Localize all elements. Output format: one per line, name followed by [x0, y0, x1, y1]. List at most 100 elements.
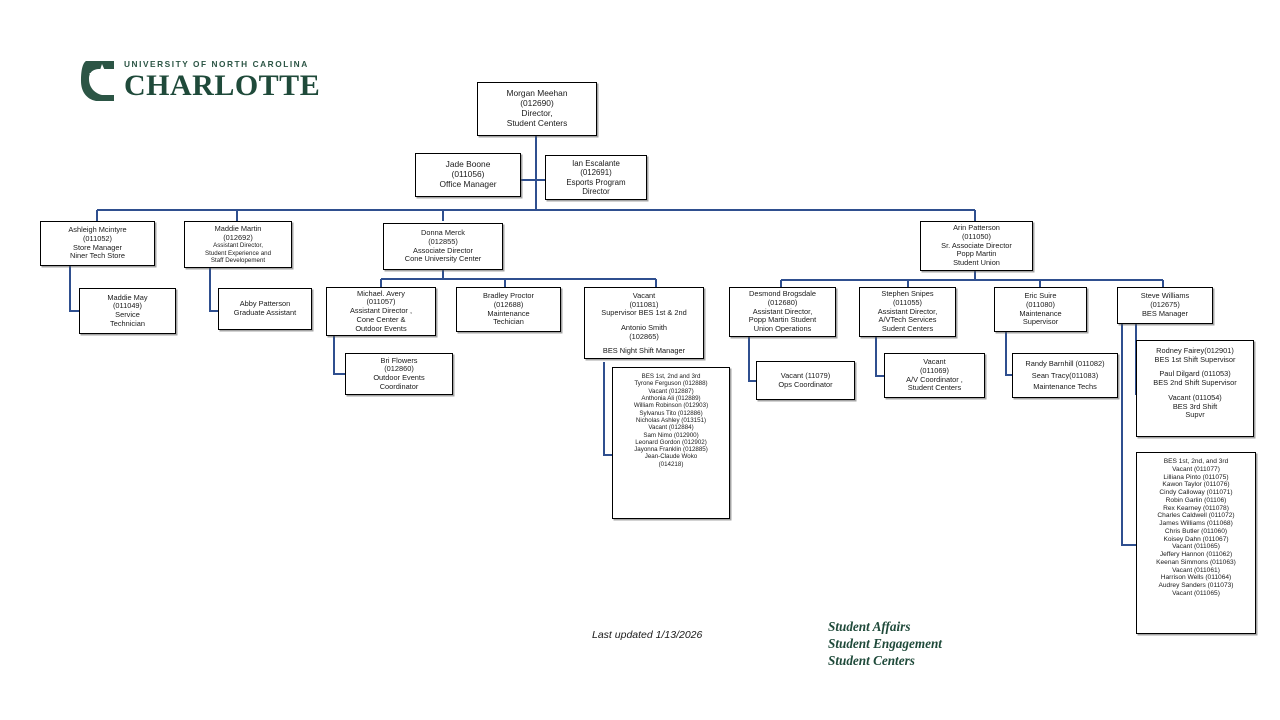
node-id: (012692): [223, 232, 253, 242]
node-jade-boone[interactable]: Jade Boone (011056) Office Manager: [415, 153, 521, 197]
node-steve-williams[interactable]: Steve Williams (012675) BES Manager: [1117, 287, 1213, 324]
node-name: Steve Williams: [1140, 291, 1190, 301]
node-title-1: Supervisor BES 1st & 2nd: [601, 308, 687, 318]
node-vacant-av-coordinator[interactable]: Vacant (011069) A/V Coordinator , Studen…: [884, 353, 985, 398]
list-item: Lilliana Pinto (011075): [1163, 473, 1229, 481]
node-id: (011081): [629, 299, 659, 309]
node-title-1: Director,: [521, 108, 553, 118]
node-title-2: Technician: [110, 318, 145, 328]
node-id: (011052): [82, 233, 113, 243]
node-title-2: A/VTech Services: [878, 315, 937, 325]
node-title-1: Assistant Director,: [752, 306, 813, 316]
node-id: (012855): [428, 236, 458, 246]
supervisor-line-6: BES 3rd Shift: [1172, 401, 1218, 411]
list-item: (014218): [658, 460, 684, 468]
node-id: (012680): [767, 297, 798, 307]
list-item: James Williams (011068): [1159, 520, 1233, 528]
list-item: Nicholas Ashley (013151): [635, 416, 707, 424]
list-item: Jean-Claude Woko: [644, 453, 698, 461]
node-title-2: Popp Martin Student: [748, 315, 817, 325]
node-maintenance-techs[interactable]: Randy Barnhill (011082) Sean Tracy(01108…: [1012, 353, 1118, 398]
unc-charlotte-logo: UNIVERSITY OF NORTH CAROLINA CHARLOTTE: [80, 57, 320, 105]
node-title-1: Sr. Associate Director: [941, 240, 1012, 250]
node-vacant-bes-supervisor[interactable]: Vacant (011081) Supervisor BES 1st & 2nd…: [584, 287, 704, 359]
list-item: Leonard Gordon (012902): [635, 438, 707, 446]
node-bes-staff-union[interactable]: BES 1st, 2nd, and 3rd Vacant (011077) Li…: [1136, 452, 1256, 634]
list-item: Audrey Sanders (011073): [1158, 582, 1234, 590]
node-id: (011049): [112, 301, 143, 311]
supervisor-line-5: Vacant (011054): [1168, 392, 1222, 402]
node-michael-avery[interactable]: Michael. Avery (011057) Assistant Direct…: [326, 287, 436, 336]
node-ian-escalante[interactable]: Ian Escalante (012691) Esports Program D…: [545, 155, 647, 200]
node-title-1: Assistant Director,: [877, 306, 938, 316]
list-item: Chris Butler (011060): [1164, 527, 1228, 535]
node-title-1: Assistant Director,: [213, 242, 263, 250]
node-stephen-snipes[interactable]: Stephen Snipes (011055) Assistant Direct…: [859, 287, 956, 337]
node-name: Ian Escalante: [572, 158, 620, 168]
node-name: Abby Patterson: [239, 299, 291, 309]
list-item: Sylvanus Tito (012886): [639, 409, 703, 417]
footer-line-3: Student Centers: [828, 653, 915, 669]
list-item: Koisey Dahn (011067): [1163, 535, 1229, 543]
node-bradley-proctor[interactable]: Bradley Proctor (012688) Maintenance Tec…: [456, 287, 561, 332]
node-id: (012691): [580, 168, 612, 178]
node-vacant-ops-coordinator[interactable]: Vacant (11079) Ops Coordinator: [756, 361, 855, 400]
list-item: Anthonia Ali (012889): [641, 394, 701, 402]
list-item: Vacant (012887): [648, 387, 694, 395]
tech-line-1: Randy Barnhill (011082): [1025, 359, 1105, 369]
list-item: Harrison Wells (011064): [1160, 574, 1232, 582]
list-item: Kawon Taylor (011076): [1162, 481, 1230, 489]
node-title-1: Assistant Director ,: [349, 306, 413, 316]
node-title-2: Student Centers: [907, 383, 962, 393]
node-morgan-meehan[interactable]: Morgan Meehan (012690) Director, Student…: [477, 82, 597, 136]
node-id: (011080): [1025, 299, 1056, 309]
node-ashleigh-mcintyre[interactable]: Ashleigh Mcintyre (011052) Store Manager…: [40, 221, 155, 266]
logo-wordmark: UNIVERSITY OF NORTH CAROLINA CHARLOTTE: [124, 57, 320, 101]
node-donna-merck[interactable]: Donna Merck (012855) Associate Director …: [383, 223, 503, 270]
node-title-2: Supervisor: [1022, 317, 1059, 327]
node-title-3: Staff Developement: [210, 256, 266, 264]
node-id: (011057): [366, 297, 396, 307]
node-title-2: Director: [582, 186, 610, 196]
node-id: (011056): [451, 169, 485, 180]
footer-line-1: Student Affairs: [828, 619, 911, 634]
supervisor-line-1: Rodney Fairey(012901): [1156, 346, 1234, 355]
node-bes-shift-supervisors[interactable]: Rodney Fairey(012901) BES 1st Shift Supe…: [1136, 340, 1254, 437]
node-eric-suire[interactable]: Eric Suire (011080) Maintenance Supervis…: [994, 287, 1087, 332]
node-id: (012690): [520, 98, 554, 109]
list-item: Cindy Calloway (011071): [1159, 489, 1233, 497]
node-title-3: Outdoor Events: [355, 323, 407, 333]
node-title-1: A/V Coordinator ,: [906, 374, 963, 384]
node-name: Vacant: [923, 357, 946, 367]
node-title-1: Maintenance: [1019, 308, 1062, 318]
node-maddie-may[interactable]: Maddie May (011049) Service Technician: [79, 288, 176, 334]
node-id-2: (102865): [629, 331, 659, 341]
node-title-2: Popp Martin: [956, 249, 997, 259]
node-name: Michael. Avery: [357, 288, 405, 298]
supervisor-line-3: Paul Dilgard (011053): [1159, 369, 1231, 379]
node-maddie-martin[interactable]: Maddie Martin (012692) Assistant Directo…: [184, 221, 292, 268]
node-title-2: Student Centers: [506, 117, 568, 128]
node-bes-staff-cone[interactable]: BES 1st, 2nd and 3rd Tyrone Ferguson (01…: [612, 367, 730, 519]
list-item: Vacant (011065): [1172, 590, 1220, 598]
node-title-2: BES Night Shift Manager: [602, 345, 686, 355]
node-desmond-brogsdale[interactable]: Desmond Brogsdale (012680) Assistant Dir…: [729, 287, 836, 337]
node-title-2: Student Experience and: [204, 249, 272, 257]
logo-university-line: UNIVERSITY OF NORTH CAROLINA: [124, 59, 309, 69]
node-title-3: Student Union: [953, 258, 1000, 268]
node-title-1: BES Manager: [1141, 308, 1188, 318]
node-id: (011055): [892, 297, 923, 307]
node-bri-flowers[interactable]: Bri Flowers (012860) Outdoor Events Coor…: [345, 353, 453, 395]
node-name: Stephen Snipes: [881, 289, 934, 299]
last-updated-text: Last updated 1/13/2026: [592, 629, 703, 641]
node-name: Maddie Martin: [214, 223, 262, 233]
node-name: Eric Suire: [1024, 291, 1057, 301]
node-name: Vacant: [632, 291, 656, 300]
node-title-1: Store Manager: [73, 242, 122, 252]
node-abby-patterson[interactable]: Abby Patterson Graduate Assistant: [218, 288, 312, 330]
tech-line-2: Sean Tracy(011083): [1031, 370, 1099, 380]
supervisor-line-2: BES 1st Shift Supervisor: [1154, 354, 1236, 364]
node-arin-patterson[interactable]: Arin Patterson (011050) Sr. Associate Di…: [920, 221, 1033, 271]
node-name-2: Antonio Smith: [620, 323, 667, 333]
